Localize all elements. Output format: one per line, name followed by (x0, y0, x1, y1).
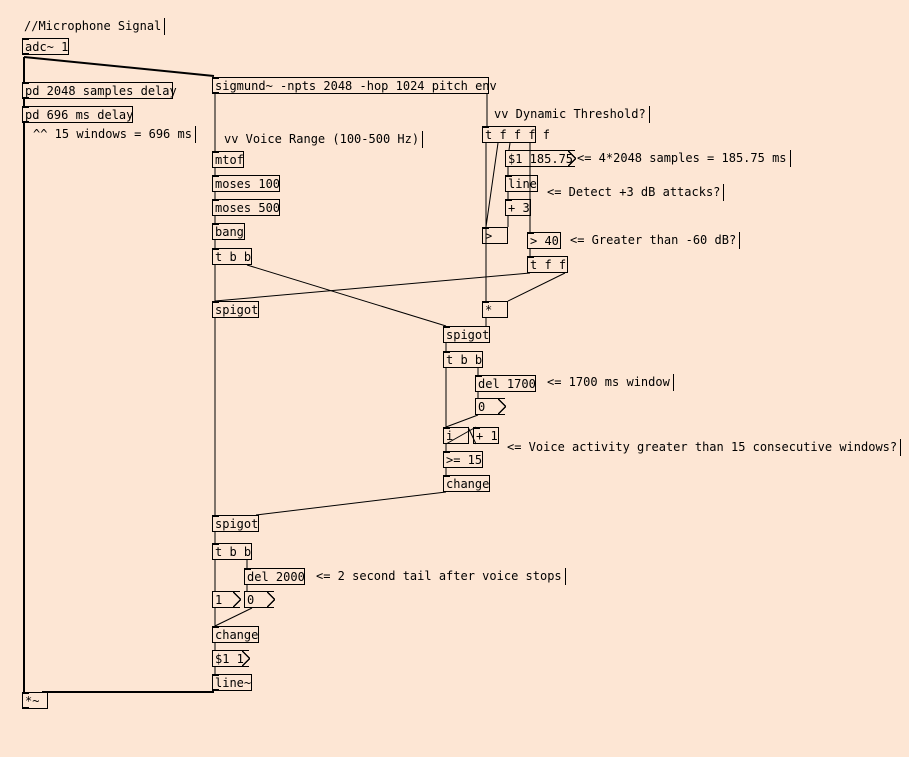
control-cord (246, 264, 447, 327)
control-cord (214, 607, 253, 627)
comment-microphone-signal: //Microphone Signal (24, 18, 166, 35)
signal-cord (23, 56, 215, 77)
del-1700-object[interactable]: del 1700 (475, 375, 536, 392)
comment-voice-activity: <= Voice activity greater than 15 consec… (507, 439, 902, 456)
sigmund-object[interactable]: sigmund~ -npts 2048 -hop 1024 pitch env (212, 77, 497, 94)
control-cord (445, 414, 479, 428)
plus-3-object[interactable]: + 3 (505, 199, 531, 216)
gte-15-object[interactable]: >= 15 (443, 451, 483, 468)
mtof-object[interactable]: mtof (212, 151, 244, 168)
msg-0-message-a[interactable]: 0 (475, 398, 506, 415)
t-f-f-object[interactable]: t f f (527, 256, 568, 273)
control-cord (485, 142, 499, 228)
bang-object[interactable]: bang (212, 223, 245, 240)
gt-40-object[interactable]: > 40 (527, 232, 561, 249)
spigot-object-2[interactable]: spigot (443, 326, 490, 343)
t-b-b-object-2[interactable]: t b b (443, 351, 483, 368)
comment-dynamic-threshold: vv Dynamic Threshold? (494, 106, 650, 123)
change-object-1[interactable]: change (443, 475, 490, 492)
line-tilde-object[interactable]: line~ (212, 674, 252, 691)
moses-500-object[interactable]: moses 500 (212, 199, 280, 216)
comment-window-1700: <= 1700 ms window (547, 374, 674, 391)
msg-1-1-message[interactable]: $1 1 (212, 650, 250, 667)
pd-ms-delay-object[interactable]: pd 696 ms delay (22, 106, 133, 123)
spigot-object-1[interactable]: spigot (212, 301, 259, 318)
greater-object[interactable]: > (482, 227, 508, 244)
control-cord (507, 272, 566, 302)
t-b-b-object-3[interactable]: t b b (212, 543, 252, 560)
pd-samples-delay-object[interactable]: pd 2048 samples delay (22, 82, 177, 99)
msg-0-message-b[interactable]: 0 (244, 591, 275, 608)
moses-100-object[interactable]: moses 100 (212, 175, 280, 192)
t-b-b-object-1[interactable]: t b b (212, 248, 252, 265)
mult-tilde-object[interactable]: *~ (22, 692, 48, 709)
msg-1-message[interactable]: 1 (212, 591, 241, 608)
line-object[interactable]: line (505, 175, 538, 192)
control-cord (255, 491, 447, 516)
control-cord (214, 272, 531, 302)
change-object-2[interactable]: change (212, 626, 259, 643)
multiply-object[interactable]: * (482, 301, 508, 318)
control-cord (467, 426, 477, 445)
comment-windows-696: ^^ 15 windows = 696 ms (33, 126, 196, 143)
control-cord (445, 426, 477, 445)
control-cord (508, 142, 511, 151)
comment-voice-range: vv Voice Range (100-500 Hz) (224, 131, 424, 148)
comment-greater-than-60: <= Greater than -60 dB? (570, 232, 741, 249)
t-f-f-f-f-object[interactable]: t f f f f (482, 126, 550, 143)
comment-detect-attacks: <= Detect +3 dB attacks? (547, 184, 725, 201)
del-2000-object[interactable]: del 2000 (244, 568, 305, 585)
msg-185-message[interactable]: $1 185.75 (505, 150, 576, 167)
plus-1-object[interactable]: + 1 (473, 427, 499, 444)
adc-object[interactable]: adc~ 1 (22, 38, 69, 55)
spigot-object-3[interactable]: spigot (212, 515, 259, 532)
counter-i-object[interactable]: i (443, 427, 469, 444)
comment-tail-2sec: <= 2 second tail after voice stops (316, 568, 566, 585)
comment-samples-185: <= 4*2048 samples = 185.75 ms (577, 150, 791, 167)
